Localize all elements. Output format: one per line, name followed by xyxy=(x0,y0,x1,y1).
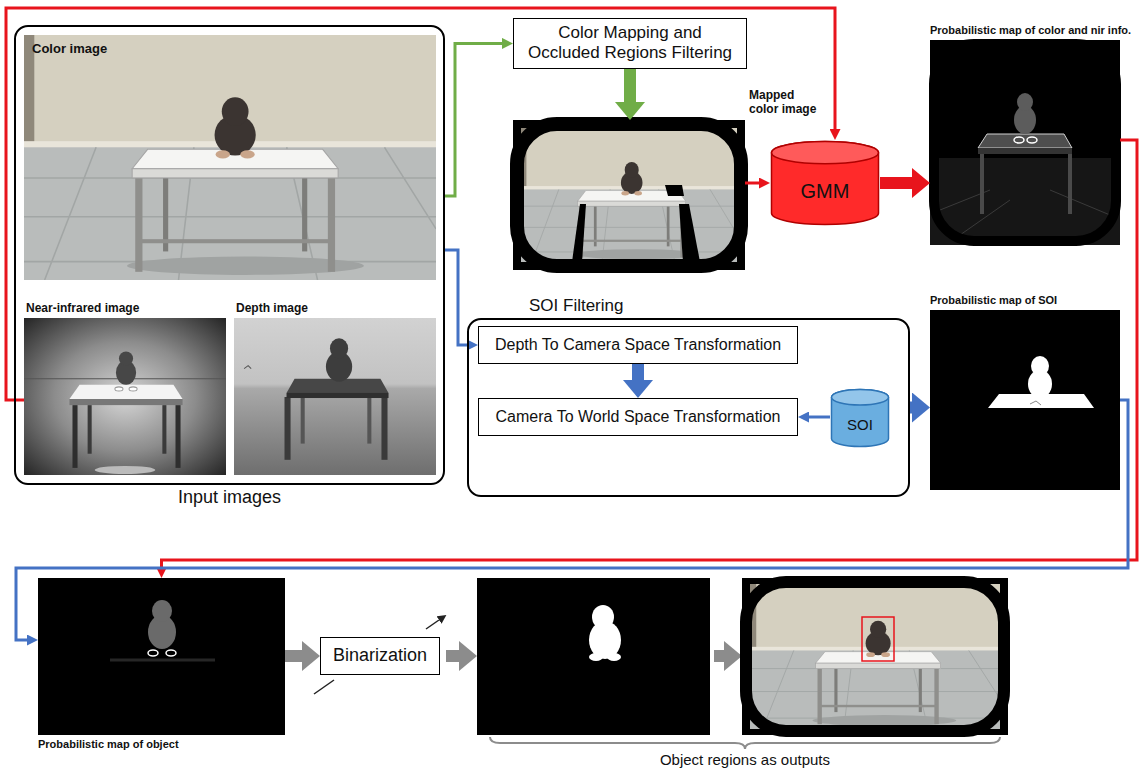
connector-arrow xyxy=(445,43,502,196)
database-cylinder: GMM xyxy=(770,140,880,226)
connector-arrow xyxy=(445,250,467,345)
node-label: Color Mapping and Occluded Regions Filte… xyxy=(524,23,736,64)
node-label: Near-infrared image xyxy=(26,301,139,315)
group-box: SOI FilteringDepth To Camera Space Trans… xyxy=(467,318,910,497)
process-box: Camera To World Space Transformation xyxy=(478,398,798,436)
cylinder-body xyxy=(832,390,889,447)
connector-arrow xyxy=(162,140,1138,567)
image-panel: Near-infrared image xyxy=(24,318,226,475)
bracket-label: Object regions as outputs xyxy=(645,751,845,768)
connector-arrow xyxy=(16,400,1128,640)
image-panel: Probabilistic map of SOI xyxy=(930,310,1120,490)
connector-arrow xyxy=(745,182,759,185)
image-panel: Probabilistic map of color and nir info. xyxy=(930,40,1120,245)
binarization-arrow xyxy=(314,620,439,694)
image-panel: Color image xyxy=(24,35,436,280)
cylinder-top xyxy=(772,142,879,164)
color-photo xyxy=(24,35,436,280)
output-photo xyxy=(742,578,1008,735)
process-box: Color Mapping and Occluded Regions Filte… xyxy=(513,18,747,69)
probability-map-object xyxy=(38,578,285,735)
probability-map-color-nir xyxy=(930,40,1120,245)
node-label: Probabilistic map of color and nir info. xyxy=(930,24,1135,37)
connector-arrow xyxy=(6,8,835,400)
probability-map-soi xyxy=(930,310,1120,490)
node-label: Depth To Camera Space Transformation xyxy=(495,335,781,354)
connector-arrow xyxy=(809,416,830,419)
connector-arrow xyxy=(285,650,302,662)
group-box: Input imagesColor imageNear-infrared ima… xyxy=(14,25,445,485)
node-label: Probabilistic map of SOI xyxy=(930,294,1135,307)
node-label: Binarization xyxy=(333,645,427,667)
binary-mask xyxy=(477,578,710,735)
node-label: Input images xyxy=(16,487,443,508)
connector-arrow xyxy=(624,69,636,102)
image-panel: Probabilistic map of object xyxy=(38,578,285,735)
process-box: Depth To Camera Space Transformation xyxy=(478,326,798,364)
node-label: Depth image xyxy=(236,301,308,315)
connector-arrow xyxy=(910,402,912,414)
process-box: Binarization xyxy=(320,637,440,675)
node-label: Mapped color image xyxy=(749,88,825,116)
connector-arrow xyxy=(632,364,644,380)
node-label: SOI Filtering xyxy=(529,296,623,316)
image-panel: Depth image xyxy=(234,318,436,475)
node-label: Color image xyxy=(32,41,107,56)
database-cylinder: SOI xyxy=(830,388,890,448)
mapped-photo xyxy=(513,120,745,270)
image-panel: Mapped color image xyxy=(513,120,745,270)
depth-photo xyxy=(234,318,436,475)
nir-photo xyxy=(24,318,226,475)
cylinder-top xyxy=(832,390,889,406)
cylinder-body xyxy=(772,142,879,225)
node-label: GMM xyxy=(801,163,850,204)
node-label: Probabilistic map of object xyxy=(38,738,179,750)
output-bracket xyxy=(490,737,1000,749)
node-label: SOI xyxy=(847,403,873,432)
node-label: Camera To World Space Transformation xyxy=(496,407,781,426)
connector-arrow xyxy=(880,177,912,189)
